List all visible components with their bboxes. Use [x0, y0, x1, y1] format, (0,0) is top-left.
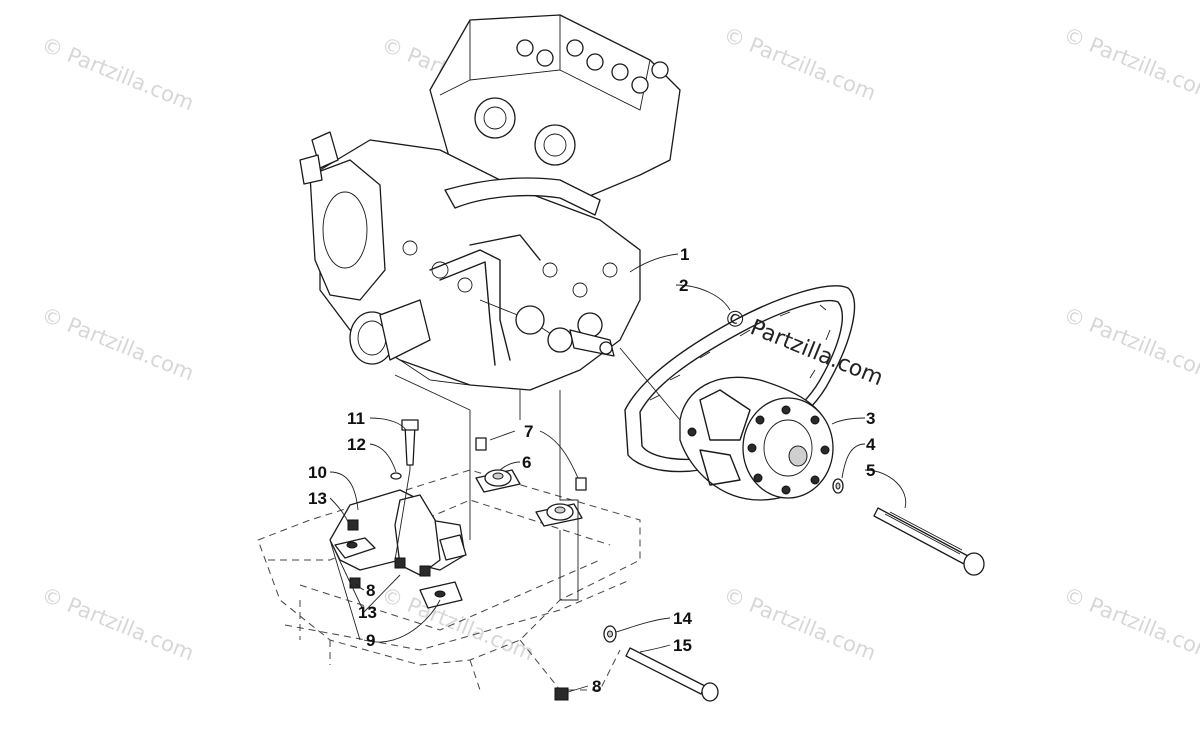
watermark: © Partzilla.com — [1060, 582, 1200, 665]
watermark: © Partzilla.com — [38, 582, 197, 665]
callout-2: 2 — [679, 276, 688, 295]
callout-10: 10 — [308, 463, 327, 482]
callout-13: 13 — [308, 489, 327, 508]
callout-12: 12 — [347, 435, 366, 454]
callout-leaders — [329, 253, 907, 693]
drive-clutch-assembly — [624, 285, 856, 501]
callout-7: 7 — [524, 422, 533, 441]
watermark: © Partzilla.com — [720, 22, 879, 105]
clutch-bolt-washer — [832, 478, 985, 576]
engine-mounts — [329, 419, 719, 702]
callout-9: 9 — [366, 631, 375, 650]
callout-11: 11 — [347, 409, 365, 428]
oil-filter — [349, 299, 431, 365]
engine-assembly — [299, 14, 681, 391]
watermark: © Partzilla.com — [720, 582, 879, 665]
callout-4: 4 — [866, 435, 876, 454]
callout-8: 8 — [366, 581, 375, 600]
callout-8: 8 — [592, 677, 601, 696]
callout-13: 13 — [358, 603, 377, 622]
cam-caps — [516, 39, 669, 94]
callout-5: 5 — [866, 461, 875, 480]
reference-lines — [394, 347, 681, 601]
callout-3: 3 — [866, 409, 875, 428]
callout-15: 15 — [673, 636, 692, 655]
callout-14: 14 — [673, 609, 692, 628]
watermark: © Partzilla.com — [1060, 22, 1200, 105]
watermark: © Partzilla.com — [38, 32, 197, 115]
callout-1: 1 — [680, 245, 689, 264]
watermark: © Partzilla.com — [38, 302, 197, 385]
watermark: © Partzilla.com — [1060, 302, 1200, 385]
callout-6: 6 — [522, 453, 531, 472]
callout-labels: 1 2 3 4 5 6 7 8 8 9 10 11 12 13 13 14 15 — [308, 245, 876, 696]
